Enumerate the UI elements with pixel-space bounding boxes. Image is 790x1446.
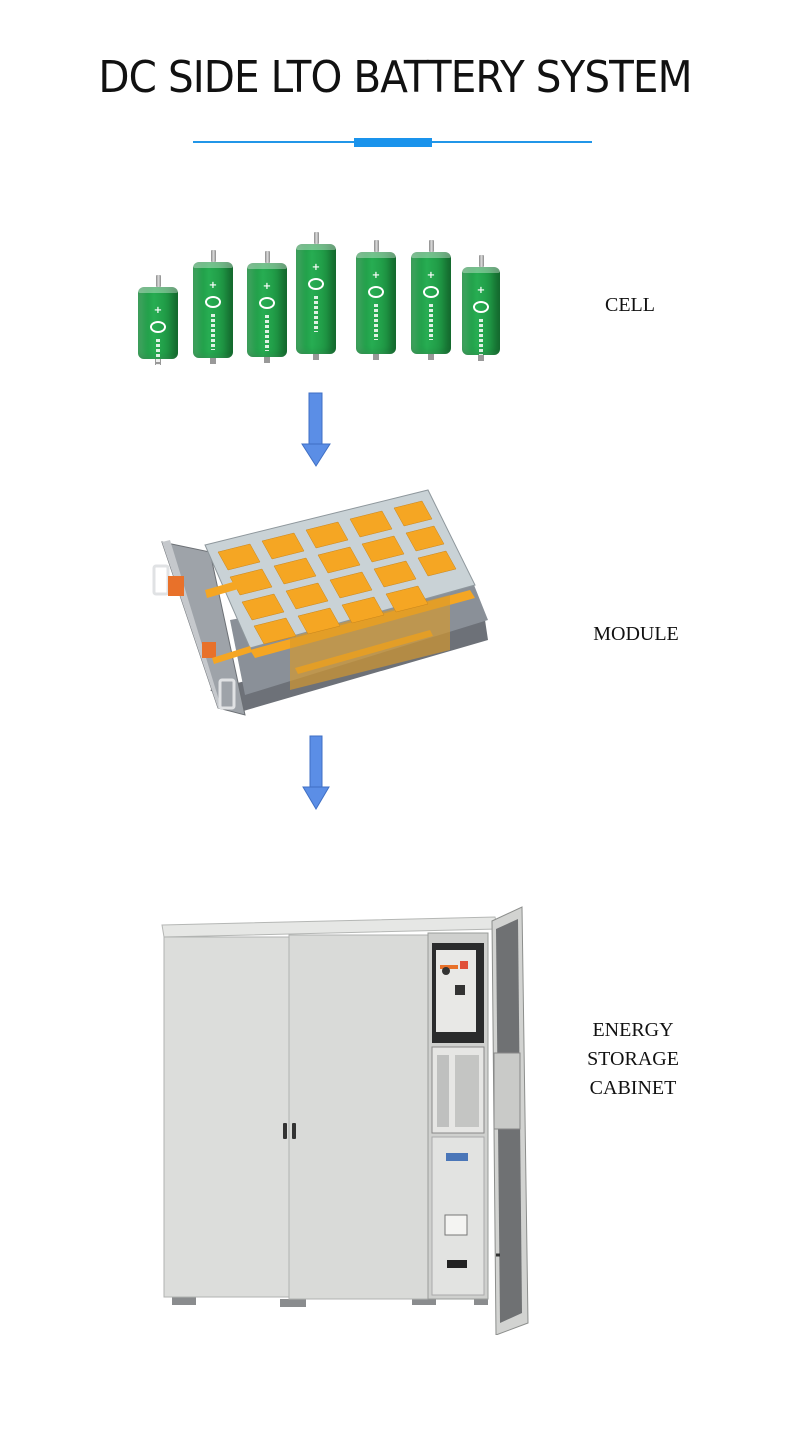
cabinet-image — [161, 906, 529, 1335]
module-label: MODULE — [593, 623, 679, 645]
module-image — [152, 489, 488, 716]
battery-cell: + — [356, 240, 396, 360]
cabinet-label-line-2: STORAGE — [587, 1048, 679, 1070]
cabinet-label: ENERGY STORAGE CABINET — [578, 1016, 688, 1103]
down-arrow-icon — [302, 735, 330, 810]
battery-cell: + — [193, 250, 233, 364]
cabinet-label-line-1: ENERGY — [592, 1019, 674, 1041]
battery-cell: + — [296, 232, 336, 360]
battery-cell: + — [462, 255, 500, 361]
battery-cell: + — [138, 275, 178, 375]
title-divider-accent — [354, 138, 432, 147]
cell-image: + + + + + + + — [130, 225, 510, 375]
cell-label: CELL — [605, 294, 655, 316]
down-arrow-icon — [301, 392, 331, 467]
cabinet-label-line-3: CABINET — [589, 1077, 677, 1099]
battery-cell: + — [247, 251, 287, 363]
battery-cell: + — [411, 240, 451, 360]
page-title: DC SIDE LTO BATTERY SYSTEM — [98, 52, 692, 103]
